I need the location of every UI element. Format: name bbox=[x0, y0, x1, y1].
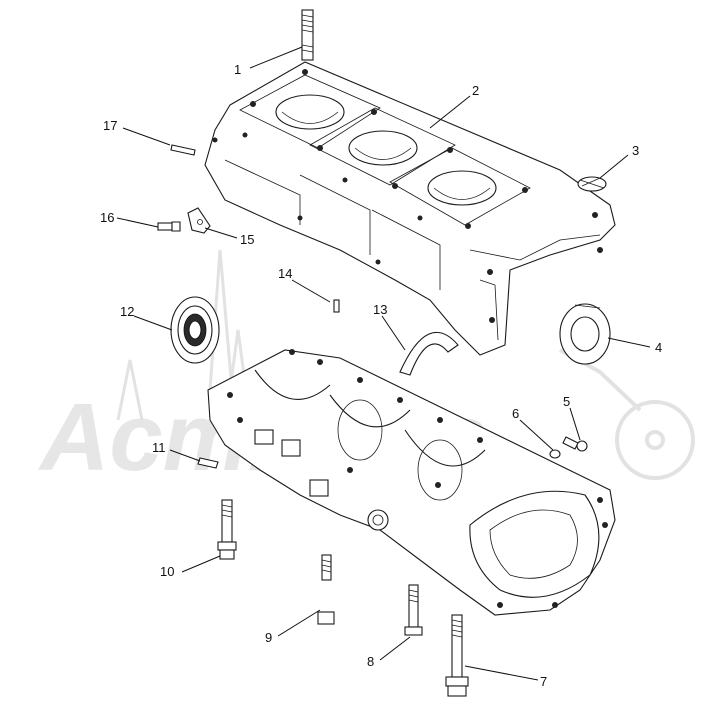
lower-crankcase bbox=[207, 349, 616, 616]
part-8-bolt bbox=[404, 584, 423, 636]
part-17-stud bbox=[170, 144, 196, 156]
part-13-bearing-half bbox=[399, 331, 459, 376]
callout-16: 16 bbox=[100, 210, 114, 225]
part-9-stud-nut bbox=[317, 554, 335, 625]
upper-crankcase bbox=[204, 61, 616, 356]
upper-case-bolt-holes bbox=[212, 69, 603, 323]
callout-8: 8 bbox=[367, 654, 374, 669]
leader-lines bbox=[116, 46, 651, 681]
callout-5: 5 bbox=[563, 394, 570, 409]
part-4-seal bbox=[559, 303, 611, 365]
callout-12: 12 bbox=[120, 304, 134, 319]
part-11-dowel bbox=[197, 457, 219, 469]
callout-6: 6 bbox=[512, 406, 519, 421]
part-3-cap bbox=[577, 176, 607, 192]
callout-1: 1 bbox=[234, 62, 241, 77]
part-7-long-bolt bbox=[445, 614, 469, 697]
callout-3: 3 bbox=[632, 143, 639, 158]
part-10-bolt bbox=[217, 499, 237, 560]
callout-2: 2 bbox=[472, 83, 479, 98]
callout-7: 7 bbox=[540, 674, 547, 689]
part-5-bolt bbox=[562, 436, 588, 452]
part-14-pin bbox=[333, 299, 340, 313]
watermark-motorcycle-icon bbox=[559, 348, 695, 480]
part-15-bracket bbox=[187, 207, 211, 234]
callout-4: 4 bbox=[655, 340, 662, 355]
part-1-stud bbox=[301, 9, 314, 61]
callout-9: 9 bbox=[265, 630, 272, 645]
lower-case-bolt-holes bbox=[227, 349, 608, 608]
callout-11: 11 bbox=[152, 440, 166, 455]
callout-17: 17 bbox=[103, 118, 117, 133]
callout-10: 10 bbox=[160, 564, 174, 579]
callout-labels: 1 2 3 4 5 6 7 8 9 10 11 12 13 14 15 16 1… bbox=[100, 62, 662, 689]
part-12-seal bbox=[170, 296, 220, 364]
part-6-washer bbox=[549, 449, 561, 459]
part-16-bolt bbox=[157, 221, 181, 232]
callout-14: 14 bbox=[278, 266, 292, 281]
callout-15: 15 bbox=[240, 232, 254, 247]
callout-13: 13 bbox=[373, 302, 387, 317]
